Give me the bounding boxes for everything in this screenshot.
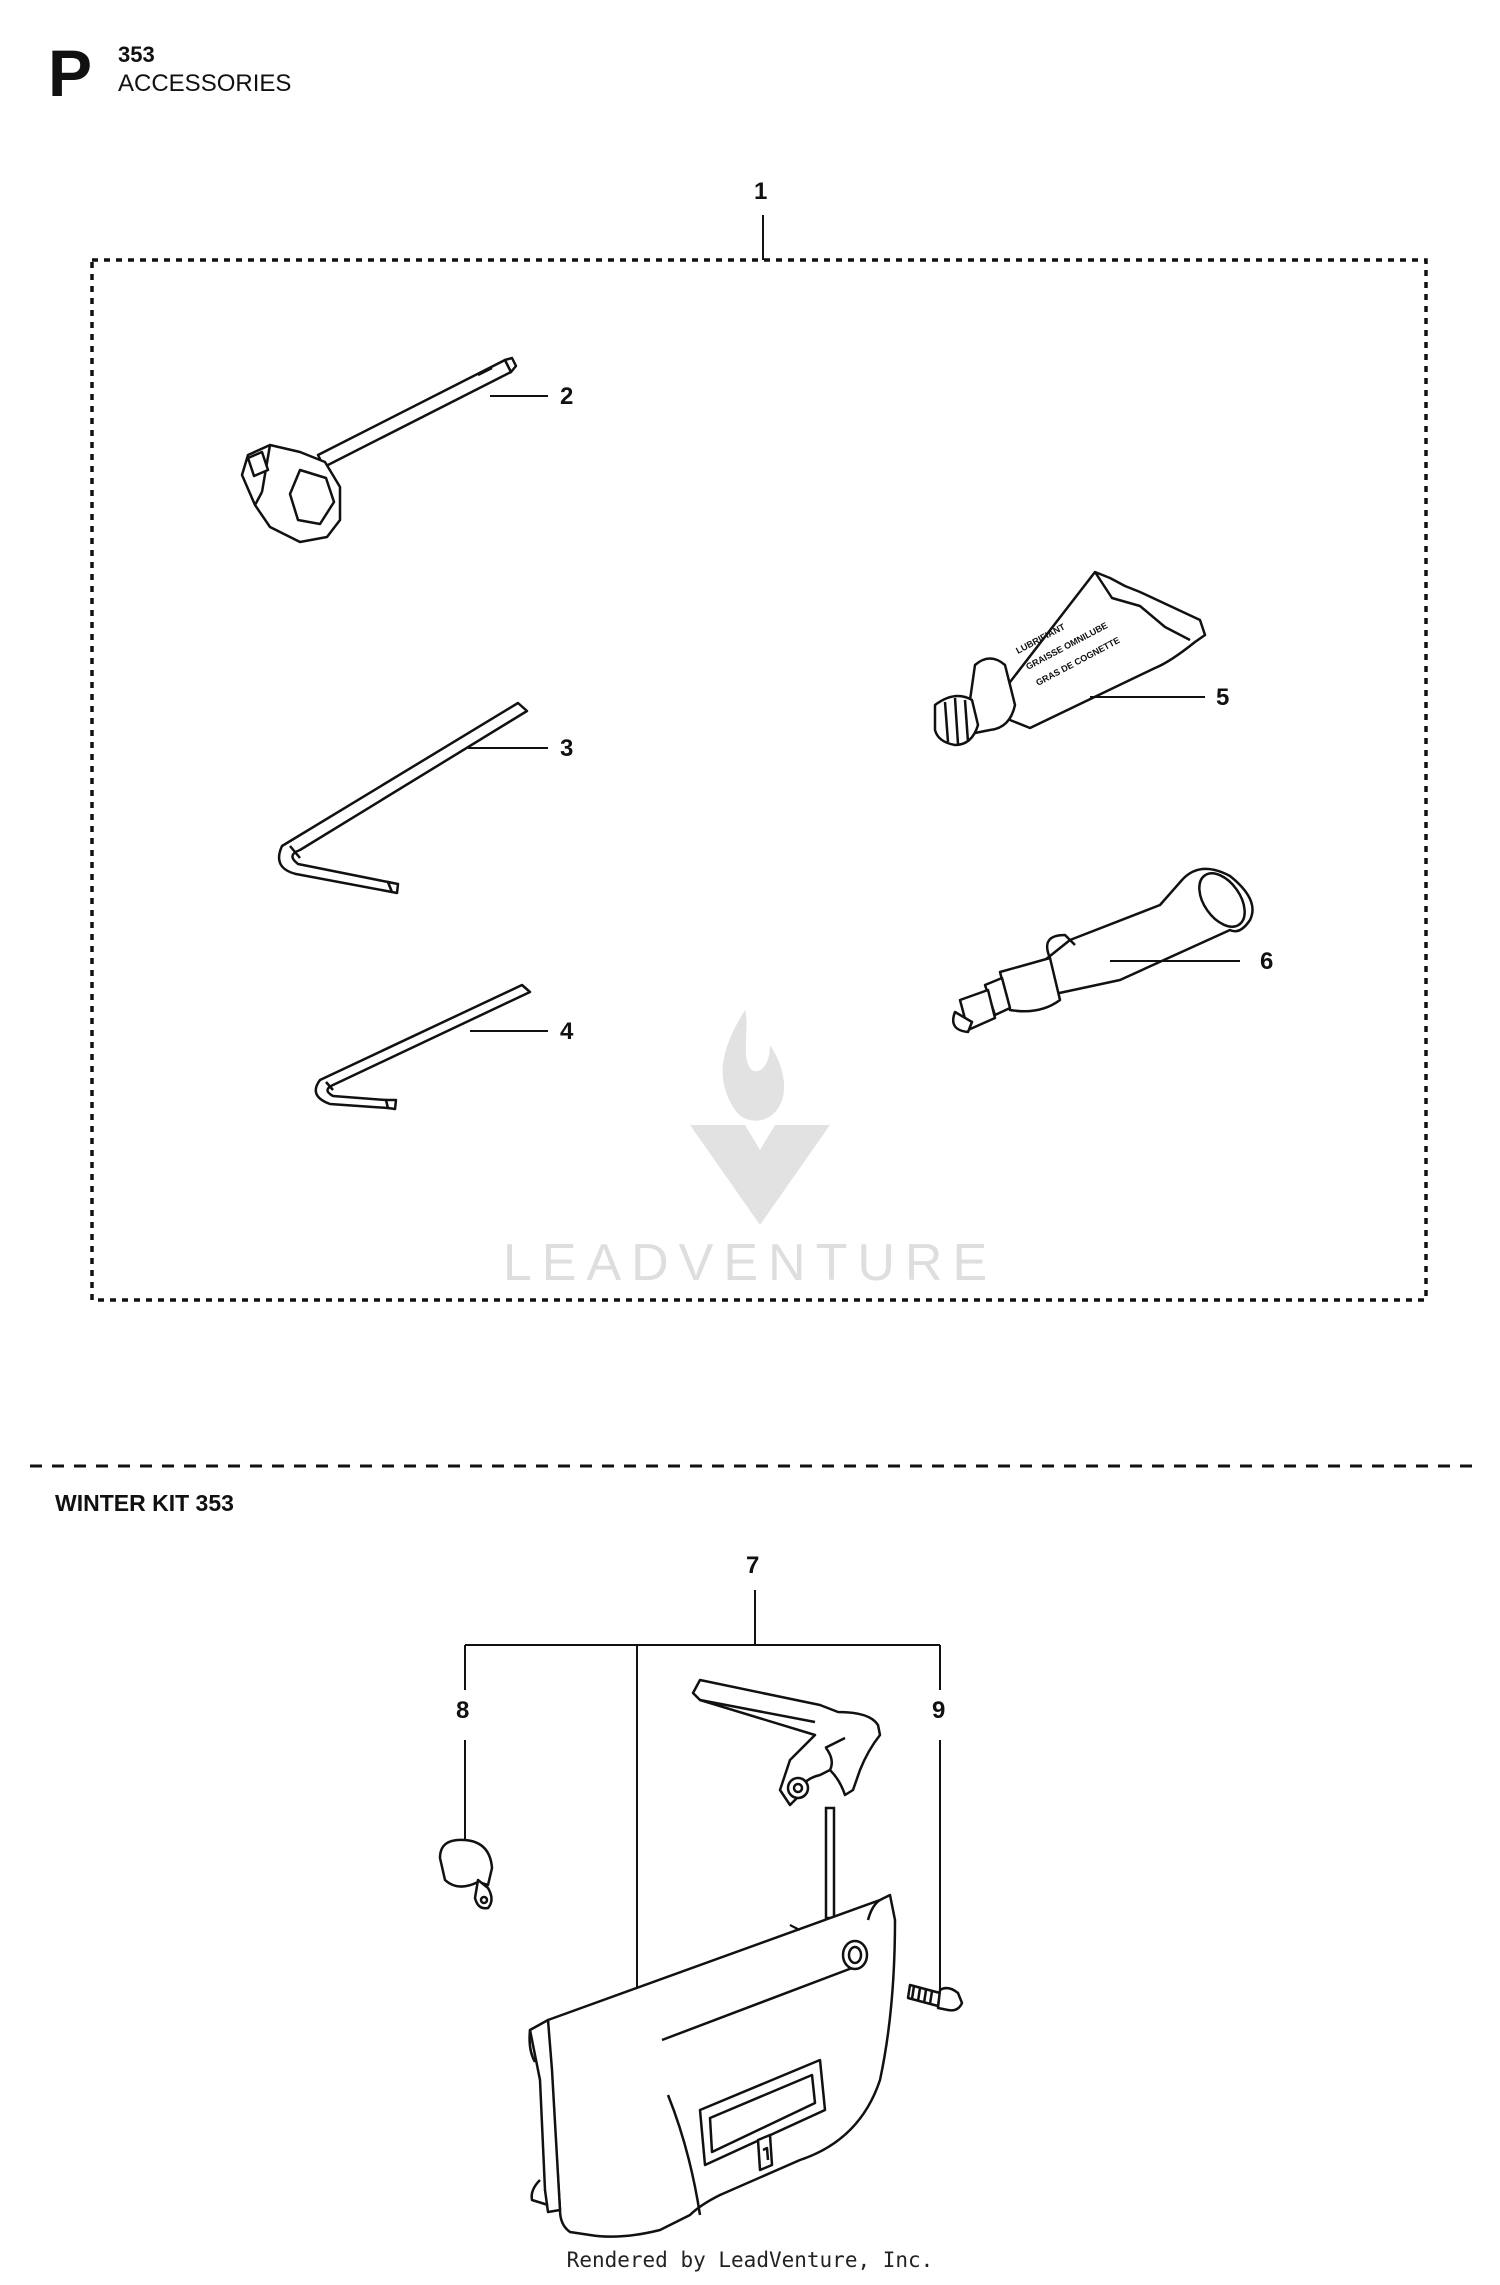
- callout-5: 5: [1216, 684, 1230, 711]
- section-letter: P: [48, 36, 93, 110]
- callout-9: 9: [932, 1697, 946, 1724]
- combination-spanner: [240, 356, 518, 544]
- callout-1: 1: [754, 178, 768, 205]
- leadventure-flame-logo: [690, 1010, 830, 1225]
- watermark-text: LEADVENTURE: [503, 1234, 997, 1292]
- lever-rod: [824, 1806, 836, 1920]
- kit-boundary: [90, 258, 1428, 1302]
- callout-6: 6: [1260, 948, 1274, 975]
- callout-8: 8: [456, 1697, 470, 1724]
- bearing-tool: [951, 867, 1254, 1034]
- hex-key-small: [314, 983, 532, 1111]
- winter-cover: [528, 1893, 897, 2238]
- winter-plug: [438, 1838, 494, 1910]
- callout-7: 7: [746, 1552, 760, 1579]
- winter-kit-title: WINTER KIT 353: [55, 1490, 234, 1516]
- hex-key-large: [277, 701, 529, 895]
- callout-4: 4: [560, 1018, 574, 1045]
- winter-lever: [691, 1678, 882, 1807]
- grease-tube: [933, 570, 1207, 747]
- footer-credit: Rendered by LeadVenture, Inc.: [566, 2248, 934, 2272]
- section-title: ACCESSORIES: [118, 70, 292, 97]
- kit-7-bracket: [464, 1590, 941, 2000]
- cover-link: [789, 1924, 801, 1931]
- callout-2: 2: [560, 383, 574, 410]
- callout-3: 3: [560, 735, 574, 762]
- model-number: 353: [118, 42, 155, 67]
- cover-screw: [906, 1983, 964, 2012]
